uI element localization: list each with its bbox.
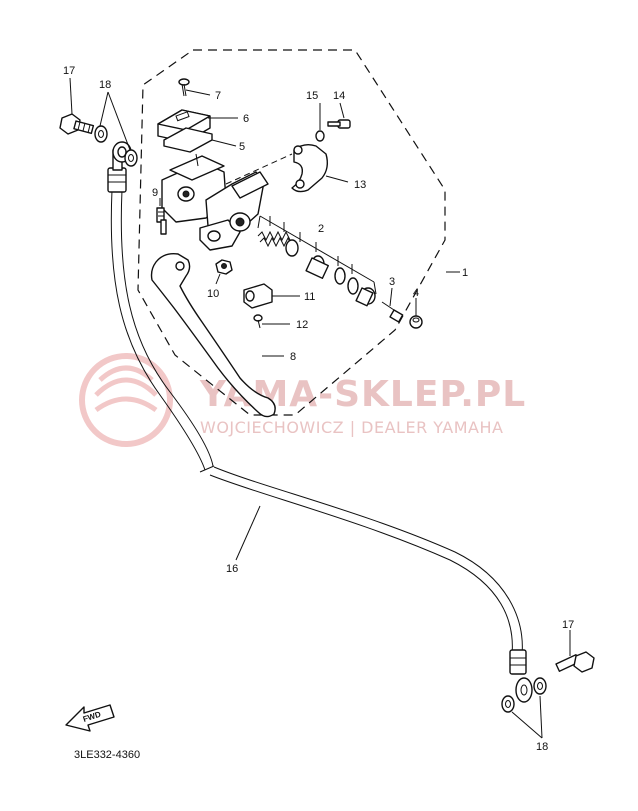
callout-9: 9 [152,187,158,199]
callout-1: 1 [462,267,468,279]
brake-light-switch [243,283,273,309]
piston-guide-lines [257,215,377,295]
lower-banjo-bolt [555,651,595,673]
brake-lever [150,252,276,418]
callout-5: 5 [239,141,245,153]
callout-11: 11 [304,291,315,303]
callout-15: 15 [306,90,318,102]
brake-hose [110,189,523,656]
bleed-screw [156,207,167,235]
fwd-arrow-icon: FWD [65,704,115,732]
cap-screw [178,78,190,97]
lower-washer-b [533,677,547,695]
upper-washer-b [124,149,138,167]
callout-numbers: 17 18 7 6 5 15 14 13 9 2 1 3 4 10 11 12 … [63,65,574,753]
callout-17-lower: 17 [562,619,574,631]
callout-12: 12 [296,319,308,331]
upper-banjo-bolt [59,113,95,135]
callout-17-upper: 17 [63,65,75,77]
bracket-guide-line [225,153,293,185]
lower-washer-a [501,695,515,713]
push-rod [381,301,404,323]
bracket-washer [315,130,325,142]
callout-13: 13 [354,179,366,191]
callout-8: 8 [290,351,296,363]
bracket-bolt [327,119,351,129]
callout-18-upper: 18 [99,79,111,91]
pivot-nut [215,259,233,275]
callout-2: 2 [318,223,324,235]
master-cylinder-body [161,155,269,251]
callout-18-lower: 18 [536,741,548,753]
leader-lines [69,77,571,739]
callout-16: 16 [226,563,238,575]
reservoir-cap [157,109,213,167]
switch-screw [253,314,263,329]
watermark: YAMA-SKLEP.PL WOJCIECHOWICZ | DEALER YAM… [79,353,525,447]
callout-10: 10 [207,288,219,300]
callout-7: 7 [215,90,221,102]
watermark-subtitle: WOJCIECHOWICZ | DEALER YAMAHA [200,418,503,437]
upper-banjo-fitting [107,141,132,193]
handlebar-bracket [291,143,329,193]
watermark-logo [79,353,173,447]
piston-kit [257,230,376,307]
upper-washer-a [94,125,108,143]
diagram-code: 3LE332-4360 [74,749,140,761]
callout-14: 14 [333,90,345,102]
callout-6: 6 [243,113,249,125]
callout-4: 4 [413,287,419,299]
dust-boot [409,315,423,329]
callout-3: 3 [389,276,395,288]
assembly-boundary [137,49,446,416]
lower-hose-fitting [509,649,533,703]
